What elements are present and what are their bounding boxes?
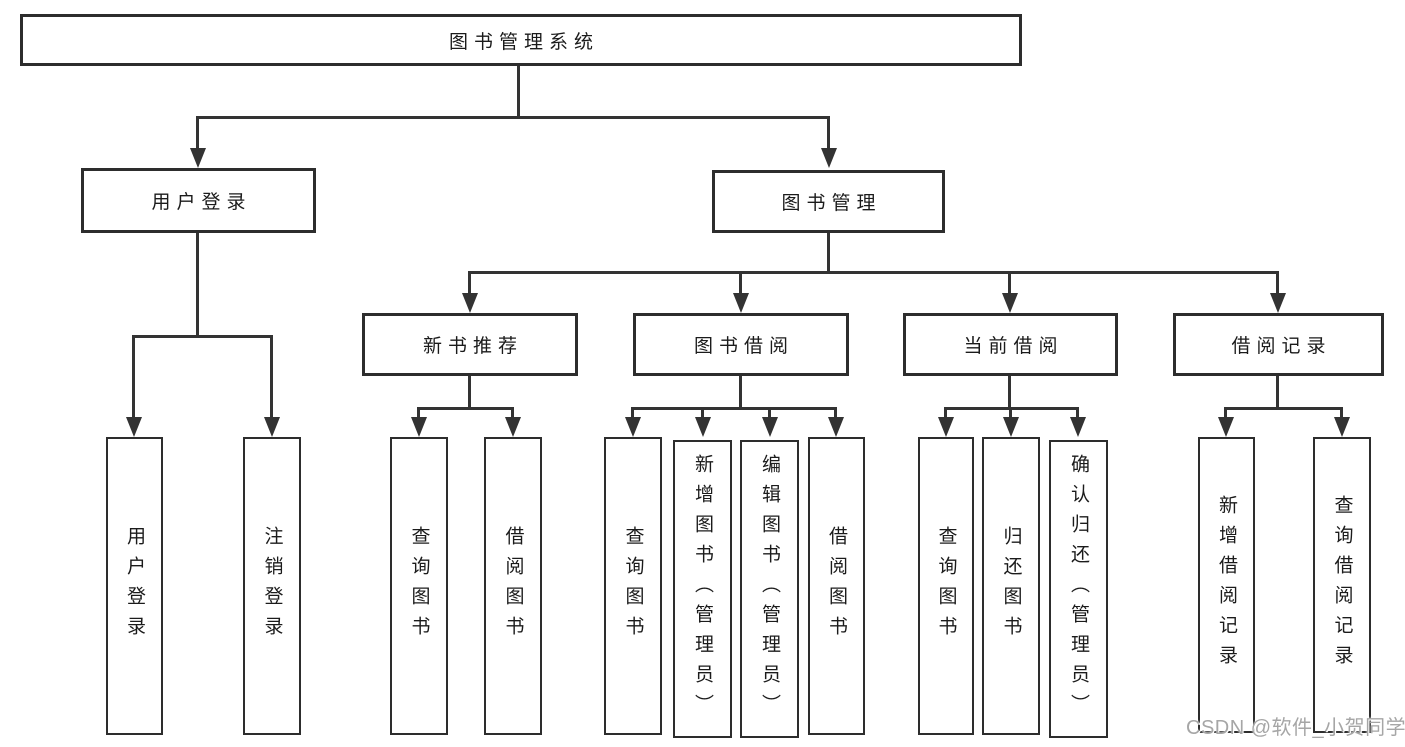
leaf-user-login: 用户登录 <box>106 437 163 735</box>
leaf-label: 新增图书（管理员） <box>692 454 713 724</box>
leaf-label: 用户登录 <box>124 526 145 646</box>
leaf-label: 新增借阅记录 <box>1216 495 1237 675</box>
connector-line <box>827 116 830 150</box>
arrowhead-icon <box>1070 417 1086 437</box>
node-label: 图书借阅 <box>693 336 794 357</box>
arrowhead-icon <box>762 417 778 437</box>
connector-line <box>1224 407 1342 410</box>
connector-line <box>1076 407 1079 417</box>
arrowhead-icon <box>190 148 206 168</box>
node-label: 借阅记录 <box>1231 336 1332 357</box>
leaf-logout: 注销登录 <box>243 437 301 735</box>
leaf-query-books-recommend: 查询图书 <box>390 437 448 735</box>
connector-line <box>517 66 520 118</box>
leaf-label: 编辑图书（管理员） <box>759 454 780 724</box>
node-label: 用户登录 <box>151 192 252 213</box>
arrowhead-icon <box>695 417 711 437</box>
node-user-login: 用户登录 <box>81 168 316 233</box>
connector-line <box>132 335 135 417</box>
arrowhead-icon <box>505 417 521 437</box>
connector-line <box>1008 271 1011 295</box>
arrowhead-icon <box>1334 417 1350 437</box>
node-label: 新书推荐 <box>422 336 523 357</box>
connector-line <box>196 116 830 119</box>
connector-line <box>1276 376 1279 409</box>
connector-line <box>1224 407 1227 417</box>
arrowhead-icon <box>733 293 749 313</box>
arrowhead-icon <box>1002 293 1018 313</box>
connector-line <box>270 335 273 417</box>
csdn-watermark: CSDN @软件_小贺同学 <box>1186 717 1405 739</box>
leaf-borrow-books: 借阅图书 <box>808 437 865 735</box>
connector-line <box>944 407 947 417</box>
connector-line <box>701 407 704 417</box>
connector-line <box>1008 376 1011 409</box>
connector-line <box>1276 271 1279 295</box>
connector-line <box>417 407 420 417</box>
leaf-label: 查询图书 <box>408 526 430 646</box>
arrowhead-icon <box>126 417 142 437</box>
connector-line <box>468 271 1279 274</box>
arrowhead-icon <box>411 417 427 437</box>
leaf-query-books-borrowing: 查询图书 <box>604 437 662 735</box>
node-current-borrowing: 当前借阅 <box>903 313 1118 376</box>
arrowhead-icon <box>462 293 478 313</box>
leaf-label: 借阅图书 <box>826 526 847 646</box>
arrowhead-icon <box>1003 417 1019 437</box>
leaf-label: 查询图书 <box>935 526 957 646</box>
arrowhead-icon <box>264 417 280 437</box>
leaf-label: 查询图书 <box>622 526 644 646</box>
node-book-management: 图书管理 <box>712 170 945 233</box>
leaf-borrow-books-recommend: 借阅图书 <box>484 437 542 735</box>
connector-line <box>1009 407 1012 417</box>
connector-line <box>468 271 471 295</box>
connector-line <box>196 233 199 337</box>
leaf-return-books: 归还图书 <box>982 437 1040 735</box>
node-library-management-system: 图书管理系统 <box>20 14 1022 66</box>
arrowhead-icon <box>1218 417 1234 437</box>
arrowhead-icon <box>1270 293 1286 313</box>
connector-line <box>631 407 634 417</box>
connector-line <box>196 116 199 150</box>
node-new-book-recommend: 新书推荐 <box>362 313 578 376</box>
leaf-label: 注销登录 <box>261 526 283 646</box>
arrowhead-icon <box>828 417 844 437</box>
connector-line <box>827 233 830 273</box>
leaf-add-borrow-record: 新增借阅记录 <box>1198 437 1255 733</box>
leaf-confirm-return-admin: 确认归还（管理员） <box>1049 440 1108 738</box>
leaf-add-books-admin: 新增图书（管理员） <box>673 440 732 738</box>
leaf-label: 借阅图书 <box>502 526 524 646</box>
connector-line <box>834 407 837 417</box>
connector-line <box>1340 407 1343 417</box>
connector-line <box>739 376 742 409</box>
connector-line <box>132 335 273 338</box>
connector-line <box>417 407 513 410</box>
leaf-label: 查询借阅记录 <box>1331 495 1353 675</box>
leaf-query-books-current: 查询图书 <box>918 437 974 735</box>
connector-line <box>768 407 771 417</box>
node-label: 图书管理系统 <box>448 31 599 53</box>
leaf-label: 归还图书 <box>1000 526 1022 646</box>
node-book-borrowing: 图书借阅 <box>633 313 849 376</box>
node-label: 图书管理 <box>781 193 882 214</box>
connector-line <box>739 271 742 295</box>
leaf-label: 确认归还（管理员） <box>1068 454 1089 724</box>
node-borrowing-records: 借阅记录 <box>1173 313 1384 376</box>
connector-line <box>468 376 471 409</box>
connector-line <box>511 407 514 417</box>
arrowhead-icon <box>938 417 954 437</box>
node-label: 当前借阅 <box>963 336 1064 357</box>
leaf-query-borrow-record: 查询借阅记录 <box>1313 437 1371 733</box>
leaf-edit-books-admin: 编辑图书（管理员） <box>740 440 799 738</box>
arrowhead-icon <box>821 148 837 168</box>
arrowhead-icon <box>625 417 641 437</box>
connector-line <box>631 407 836 410</box>
